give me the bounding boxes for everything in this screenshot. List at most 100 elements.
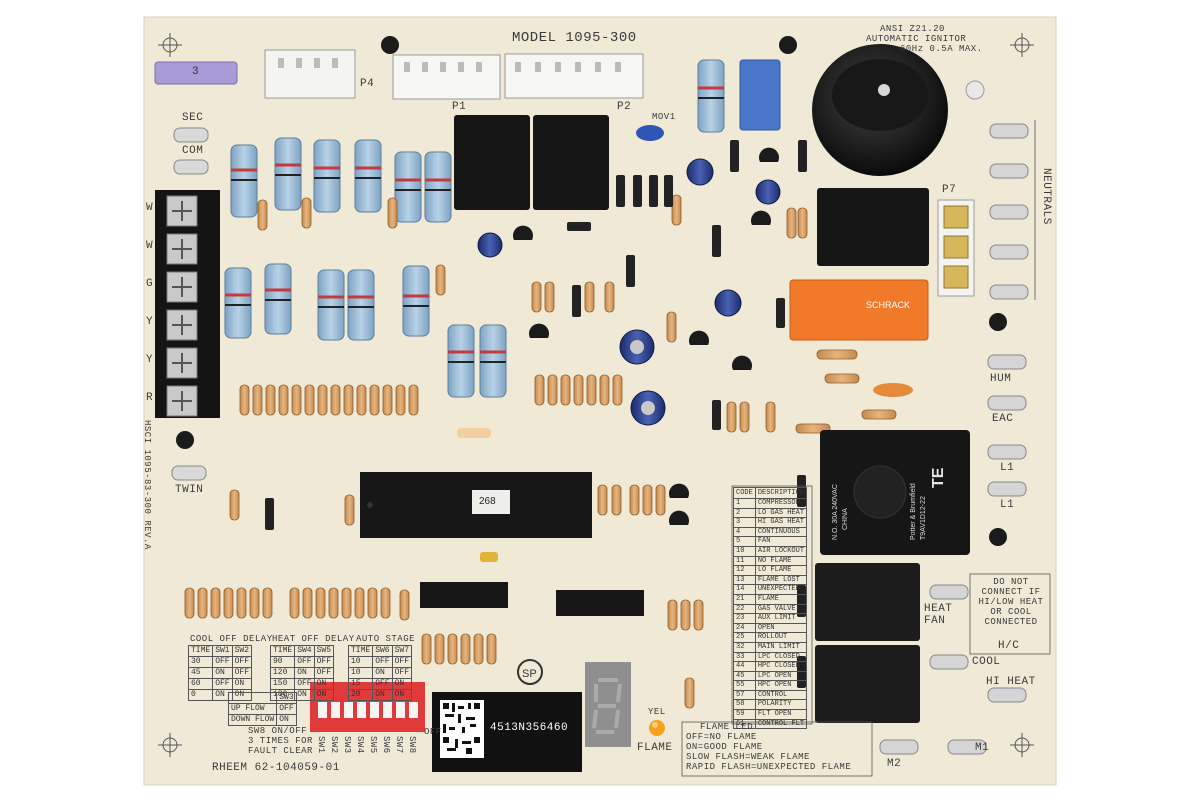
signal-resistors [184, 194, 897, 709]
table-cell: 14 [733, 584, 756, 595]
table-cell: OFF [231, 667, 253, 679]
table-header: TIME [347, 645, 374, 657]
table-cell: 13 [733, 574, 756, 586]
table-header: SW4 [294, 645, 315, 657]
table-header: TIME [187, 645, 214, 657]
table-header: SW5 [313, 645, 335, 657]
dip-label: SW2 [329, 736, 339, 754]
cool-delay-title: COOL OFF DELAY [190, 634, 273, 644]
table-cell: LO FLAME [754, 565, 808, 576]
table-cell: FAN [754, 536, 808, 547]
maker-label: RHEEM 62-104059-01 [212, 762, 340, 774]
svg-text:SP: SP [522, 668, 537, 680]
model-label: MODEL 1095-300 [512, 30, 637, 46]
table-header: SW2 [231, 645, 253, 657]
table-cell: DOWN FLOW [227, 714, 278, 726]
table-cell: 57 [733, 689, 756, 701]
diodes [265, 140, 807, 688]
label-m1: M1 [975, 742, 990, 754]
ignitor-spec-3: 60Hz 0.5A MAX. [900, 44, 983, 54]
barcode-label [432, 692, 582, 772]
table-cell: 25 [733, 632, 756, 643]
table-cell: 90 [269, 656, 296, 668]
heat-delay-title: HEAT OFF DELAY [272, 634, 355, 644]
label-neutrals: NEUTRALS [1040, 168, 1052, 225]
note-line: FAULT CLEAR [248, 746, 313, 756]
label-mov: MOV1 [652, 112, 676, 122]
terminal-letter: Y [146, 354, 154, 366]
table-cell: 10 [733, 545, 756, 557]
seven-segment-display [585, 662, 631, 747]
dip-label: SW4 [355, 736, 365, 754]
legend-line: OFF=NO FLAME [686, 732, 757, 742]
table-cell: FLT OPEN [754, 709, 808, 720]
table-header: SW6 [372, 645, 393, 657]
relay-k3-k4 [815, 188, 929, 723]
table-cell: 21 [733, 593, 756, 605]
label-cool: COOL [972, 656, 1001, 668]
terminal-letter: W [146, 202, 154, 214]
connector-p2 [504, 53, 644, 99]
table-cell: ON [313, 689, 335, 701]
warning-line: DO NOT [993, 577, 1029, 587]
orange-relay-text: SCHRACK [866, 300, 911, 310]
table-cell: 15 [347, 678, 374, 690]
ignitor-spec-1: ANSI Z21.20 [880, 24, 945, 34]
neutral-terminals [989, 123, 1029, 300]
terminal-letter: R [146, 392, 154, 404]
table-cell: CONTINUOUS [754, 526, 808, 538]
table-header: SW7 [391, 645, 413, 657]
table-cell: OFF [372, 678, 393, 690]
ignitor-spec-2: AUTOMATIC IGNITOR [866, 34, 967, 44]
sw8-note: SW8 ON/OFF 3 TIMES FOR FAULT CLEAR [248, 726, 313, 756]
table-cell: 10 [347, 656, 374, 668]
warning-line: CONNECTED [984, 617, 1038, 627]
table-cell: 22 [733, 603, 756, 615]
table-cell: AUX LIMIT [754, 613, 808, 624]
table-cell: OFF [212, 678, 233, 690]
barcode-text: 4513N356460 [490, 722, 569, 734]
table-cell: FLAME [754, 593, 808, 605]
note-line: SW8 ON/OFF [248, 726, 308, 736]
table-cell: HI GAS HEAT [754, 517, 808, 528]
table-cell: AIR LOCKOUT [754, 545, 808, 557]
table-header: CODE [733, 487, 756, 499]
label-heat-fan: HEAT FAN [924, 603, 953, 627]
ic-chips [420, 582, 644, 616]
table-cell: 24 [733, 622, 756, 634]
table-cell: ROLLOUT [754, 632, 808, 643]
table-cell: OFF [294, 656, 315, 668]
table-cell: 60 [187, 678, 214, 690]
table-cell: POLARITY [754, 699, 808, 711]
ignitor-transformer [812, 44, 948, 176]
table-cell: MAIN LIMIT [754, 641, 808, 653]
label-hum: HUM [990, 373, 1012, 385]
label-p4: P4 [360, 78, 375, 90]
table-cell: FLAME LOST [754, 574, 808, 586]
label-hi-heat: HI HEAT [986, 676, 1036, 688]
table-header: SW3 [276, 692, 297, 704]
table-cell: ON [391, 689, 413, 701]
table-cell: 11 [733, 555, 756, 567]
label-com: COM [182, 145, 204, 157]
table-cell: UNEXPECTED [754, 584, 808, 595]
